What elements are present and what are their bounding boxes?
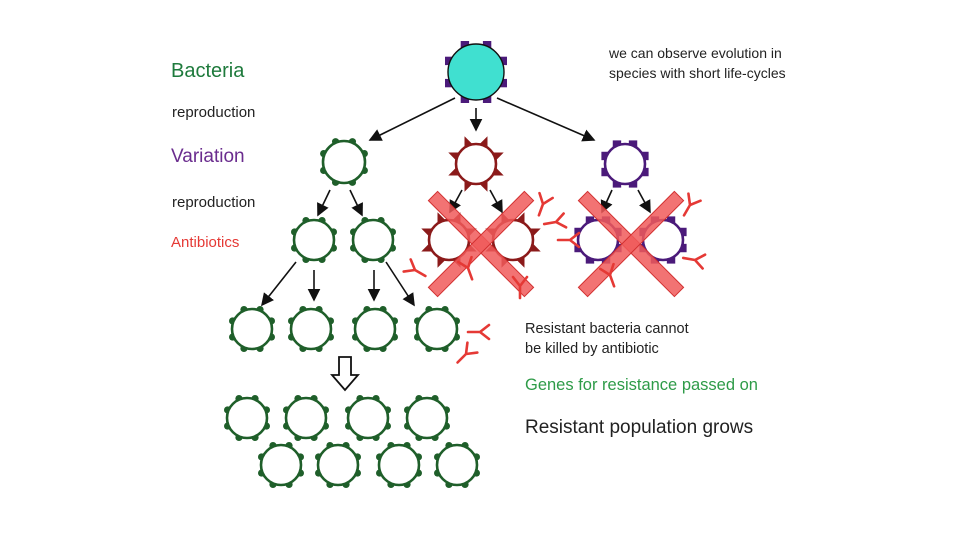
cell-square [498, 78, 507, 88]
cell-square [482, 94, 492, 103]
cell-membrane [415, 307, 459, 351]
cell-membrane [447, 43, 505, 101]
green-gen4-cell [223, 394, 271, 442]
cell-square [460, 41, 470, 50]
cell-membrane [346, 396, 390, 440]
big-down-arrow [330, 356, 360, 392]
evolution-note: we can observe evolution in species with… [609, 43, 786, 83]
genes-caption: Genes for resistance passed on [525, 376, 758, 394]
cell-membrane [603, 142, 647, 186]
arrow [637, 189, 651, 214]
green-gen3-cell [287, 305, 335, 353]
green-gen4-cell [403, 394, 451, 442]
cell-square [482, 41, 492, 50]
cell-membrane [321, 139, 367, 185]
antibody-shape [542, 212, 568, 229]
antibody [537, 191, 554, 217]
green-gen4-cell [344, 394, 392, 442]
cell-membrane [377, 443, 421, 487]
square-variant-cell [601, 140, 649, 188]
resistant-caption: Resistant bacteria cannot be killed by a… [525, 319, 689, 359]
cell-membrane [454, 142, 498, 186]
spiky-variant-cell [448, 136, 504, 192]
green-gen4-cell [314, 441, 362, 489]
label-antibiotics: Antibiotics [171, 234, 240, 251]
ancestor-cell [445, 41, 507, 103]
antibody-shape [537, 191, 554, 217]
antibody [556, 231, 581, 249]
antibody-shape [681, 253, 707, 270]
label-variation: Variation [171, 146, 245, 167]
antibody [456, 341, 479, 364]
green-gen4-cell [257, 441, 305, 489]
antibody-shape [457, 255, 474, 281]
antibody-shape [456, 341, 479, 364]
resistant-caption-line-1: Resistant bacteria cannot [525, 321, 689, 337]
antibody [542, 212, 568, 229]
antibody [466, 323, 491, 341]
green-gen2-cell [349, 216, 397, 264]
arrow [368, 97, 456, 141]
green-gen2-cell [290, 216, 338, 264]
cell-membrane [230, 307, 274, 351]
antibody [681, 253, 707, 270]
cell-square [445, 56, 454, 66]
label-reproduction-2: reproduction [172, 194, 256, 211]
antibody [682, 192, 702, 217]
cell-membrane [405, 396, 449, 440]
resistant-caption-line-2: be killed by antibiotic [525, 341, 659, 357]
population-caption: Resistant population grows [525, 417, 754, 438]
cell-membrane [435, 443, 479, 487]
kill-cross-spiky [427, 190, 535, 298]
cell-membrane [292, 218, 336, 262]
antibody [457, 255, 474, 281]
arrow [317, 189, 331, 217]
cell-square [445, 78, 454, 88]
arrow [349, 189, 363, 217]
antibody-shape [466, 323, 491, 341]
cross-bar [427, 190, 535, 298]
title-bacteria: Bacteria [171, 60, 245, 82]
down-outline-arrow [330, 356, 360, 392]
green-gen3-cell [413, 305, 461, 353]
antibody [599, 262, 616, 288]
arrow [496, 97, 596, 142]
antibody [402, 258, 427, 278]
antibody-shape [556, 231, 581, 249]
antibody-shape [599, 262, 616, 288]
cell-membrane [225, 396, 269, 440]
cell-square [498, 56, 507, 66]
label-reproduction-1: reproduction [172, 104, 256, 121]
antibody-shape [511, 275, 529, 300]
antibody [511, 275, 529, 300]
arrow [489, 189, 503, 214]
antibody-shape [682, 192, 702, 217]
green-variant-cell [320, 138, 368, 186]
green-gen4-cell [282, 394, 330, 442]
antibodies [402, 191, 707, 364]
cell-membrane [316, 443, 360, 487]
cell-membrane [259, 443, 303, 487]
cell-membrane [289, 307, 333, 351]
green-gen3-cell [228, 305, 276, 353]
arrow [385, 261, 415, 307]
arrow [261, 261, 297, 307]
green-gen3-cell [351, 305, 399, 353]
cell-membrane [353, 307, 397, 351]
evolution-note-line-2: species with short life-cycles [609, 65, 786, 81]
green-gen4-cell [375, 441, 423, 489]
cell-membrane [351, 218, 395, 262]
evolution-note-line-1: we can observe evolution in [609, 45, 782, 61]
cell-membrane [284, 396, 328, 440]
antibody-shape [402, 258, 427, 278]
green-gen4-cell [433, 441, 481, 489]
cell-square [460, 94, 470, 103]
